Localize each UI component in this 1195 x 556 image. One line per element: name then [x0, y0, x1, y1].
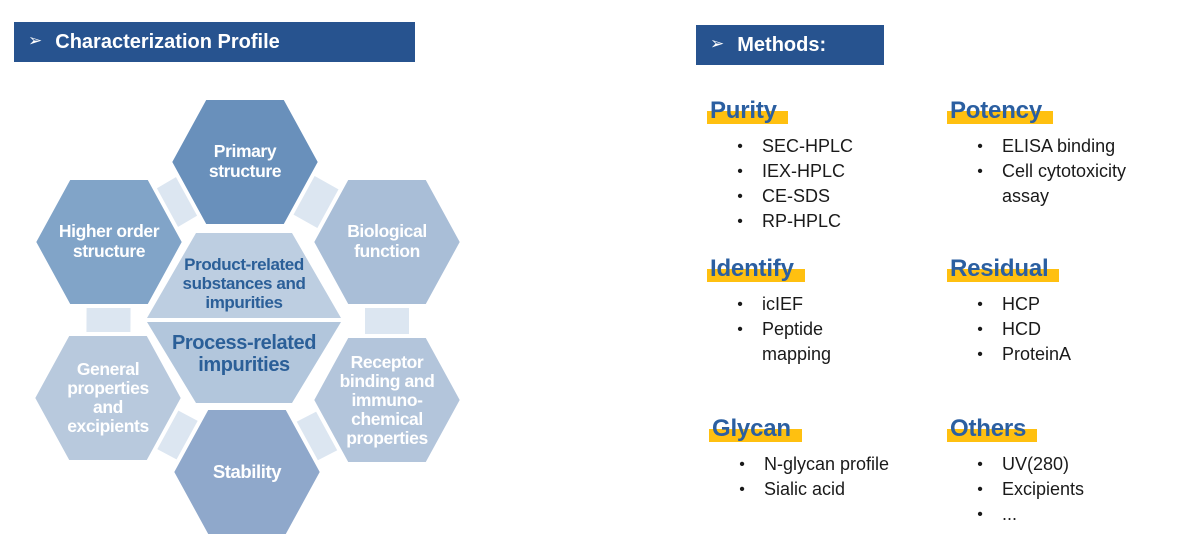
method-item-label: icIEF [762, 294, 804, 314]
hexagon-general-properties [30, 332, 186, 464]
method-item: • HCD [950, 317, 1178, 342]
method-item: • Cell cytotoxicity assay [950, 159, 1178, 209]
method-item-label: IEX-HPLC [762, 161, 846, 181]
method-item-label: HCP [1002, 294, 1041, 314]
method-item: •... [950, 502, 1178, 527]
bullet-icon: • [737, 213, 743, 230]
arrow-bullet-icon: ➢ [28, 31, 43, 50]
method-item: • ProteinA [950, 342, 1178, 367]
methods-title-bar: ➢ Methods: [696, 25, 884, 65]
bullet-icon: • [737, 321, 743, 338]
method-item: • IEX-HPLC [710, 159, 938, 184]
method-item-label: Excipients [1002, 479, 1085, 499]
method-item: • CE-SDS [710, 184, 938, 209]
method-item-label: Sialic acid [764, 479, 846, 499]
bullet-icon: • [977, 296, 983, 313]
hexagon-label-stability: Stability [213, 461, 282, 482]
bullet-icon: • [977, 481, 983, 498]
method-list-glycan: • N-glycan profile • Sialic acid [712, 452, 940, 502]
method-list-others: • UV(280) • Excipients •... [950, 452, 1178, 527]
method-list-purity: • SEC-HPLC • IEX-HPLC • CE-SDS • RP-HPLC [710, 134, 938, 234]
group-heading-potency: Potency [947, 97, 1053, 124]
bullet-icon: • [977, 506, 983, 523]
method-item: • ELISA binding [950, 134, 1178, 159]
center-hexagon-top [147, 233, 341, 318]
method-item-label: Peptide mapping [762, 319, 832, 364]
method-item: • UV(280) [950, 452, 1178, 477]
method-item-label: N-glycan profile [764, 454, 890, 474]
group-heading-glycan: Glycan [709, 415, 802, 442]
bullet-icon: • [739, 456, 745, 473]
method-item-label: Cell cytotoxicity assay [1002, 161, 1127, 206]
bullet-icon: • [977, 138, 983, 155]
hexagon-higher-order-structure [31, 176, 187, 308]
method-list-residual: • HCP • HCD • ProteinA [950, 292, 1178, 367]
bullet-icon: • [977, 163, 983, 180]
method-item-label: UV(280) [1002, 454, 1070, 474]
characterization-title: Characterization Profile [55, 30, 280, 53]
method-item-label: CE-SDS [762, 186, 831, 206]
method-item: • Excipients [950, 477, 1178, 502]
method-group-glycan: Glycan • N-glycan profile • Sialic acid [709, 415, 940, 502]
hexagon-biological-function [309, 176, 465, 308]
method-group-identify: Identify • icIEF • Peptide mapping [707, 255, 938, 367]
method-list-identify: • icIEF • Peptide mapping [710, 292, 938, 367]
method-group-potency: Potency • ELISA binding • Cell cytotoxicity… [947, 97, 1178, 209]
hexagon-stability [169, 406, 325, 538]
method-item-label: ProteinA [1002, 344, 1072, 364]
bullet-icon: • [737, 138, 743, 155]
bullet-icon: • [977, 346, 983, 363]
center-hexagon-bottom [147, 322, 341, 403]
method-item: • RP-HPLC [710, 209, 938, 234]
methods-title: Methods: [737, 33, 827, 56]
arrow-bullet-icon: ➢ [710, 34, 725, 53]
method-list-potency: • ELISA binding • Cell cytotoxicity assay [950, 134, 1178, 209]
method-item: • Peptide mapping [710, 317, 938, 367]
method-item: • icIEF [710, 292, 938, 317]
method-item-label: ELISA binding [1002, 136, 1116, 156]
method-item: • HCP [950, 292, 1178, 317]
bullet-icon: • [739, 481, 745, 498]
method-item: • SEC-HPLC [710, 134, 938, 159]
group-heading-others: Others [946, 415, 1038, 442]
characterization-title-bar: ➢ Characterization Profile [14, 22, 415, 62]
method-item-label: HCD [1002, 319, 1041, 339]
method-group-residual: Residual • HCP • HCD • ProteinA [946, 255, 1178, 367]
method-item-label: SEC-HPLC [762, 136, 854, 156]
group-heading-identify: Identify [707, 255, 805, 282]
bullet-icon: • [737, 188, 743, 205]
method-item-label: ... [1002, 504, 1018, 524]
method-item: • Sialic acid [712, 477, 940, 502]
group-heading-purity: Purity [707, 97, 788, 124]
bullet-icon: • [737, 163, 743, 180]
method-group-others: Others • UV(280) • Excipients •... [946, 415, 1178, 527]
bullet-icon: • [977, 321, 983, 338]
hexagon-primary-structure [167, 96, 323, 228]
bullet-icon: • [737, 296, 743, 313]
group-heading-residual: Residual [946, 255, 1060, 282]
method-item-label: RP-HPLC [762, 211, 842, 231]
method-group-purity: Purity • SEC-HPLC • IEX-HPLC • CE-SDS • RP-HPLC [707, 97, 938, 234]
hexagon-receptor-binding [309, 334, 465, 466]
method-item: • N-glycan profile [712, 452, 940, 477]
bullet-icon: • [977, 456, 983, 473]
